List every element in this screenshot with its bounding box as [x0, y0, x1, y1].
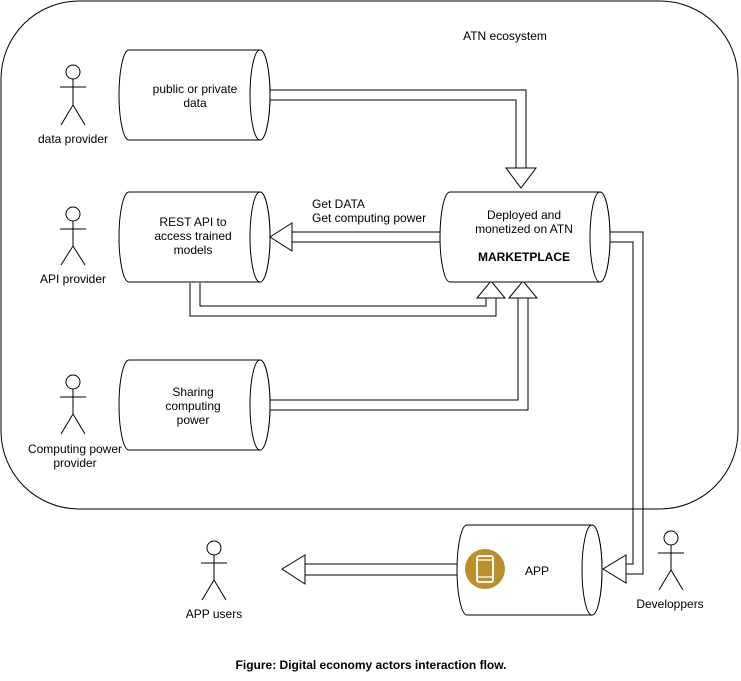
ecosystem-title: ATN ecosystem — [463, 29, 547, 43]
cylinder-api-line2: access trained — [154, 229, 231, 243]
cylinder-api: REST API to access trained models — [118, 191, 271, 283]
actor-computing-provider-icon — [60, 374, 86, 435]
app-label: APP — [525, 564, 549, 578]
cylinder-api-line3: models — [174, 243, 213, 257]
arrow-label-get-computing: Get computing power — [312, 211, 426, 225]
marketplace-title: MARKETPLACE — [478, 250, 570, 264]
cylinder-api-line1: REST API to — [159, 215, 226, 229]
actor-api-provider-label: API provider — [40, 272, 106, 286]
cylinder-computing: Sharing computing power — [118, 359, 271, 451]
actor-data-provider-icon — [60, 64, 86, 126]
cylinder-computing-line2: computing — [165, 399, 220, 413]
figure-caption: Figure: Digital economy actors interacti… — [236, 658, 507, 672]
cylinder-app: APP — [456, 524, 603, 616]
marketplace-line1: Deployed and — [487, 208, 561, 222]
connector-app-to-users — [281, 554, 458, 585]
actor-computing-provider-label-2: provider — [53, 456, 96, 470]
cylinder-data: public or private data — [118, 49, 271, 141]
cylinder-data-line2: data — [183, 96, 207, 110]
cylinder-marketplace: Deployed and monetized on ATN MARKETPLAC… — [439, 191, 611, 283]
actor-data-provider-label: data provider — [38, 132, 108, 146]
actor-computing-provider-label-1: Computing power — [28, 442, 122, 456]
smartphone-icon — [465, 549, 505, 589]
actor-app-users-icon — [201, 540, 227, 601]
marketplace-line2: monetized on ATN — [475, 222, 573, 236]
connector-data-to-marketplace — [270, 89, 537, 189]
actor-api-provider-icon — [60, 206, 86, 266]
actor-app-users-label: APP users — [186, 607, 242, 621]
actor-developers-label: Developpers — [636, 597, 703, 611]
connector-computing-to-marketplace — [270, 280, 539, 411]
actor-developers-icon — [658, 530, 684, 591]
connector-marketplace-to-app — [602, 231, 644, 584]
cylinder-computing-line3: power — [177, 413, 210, 427]
ecosystem-boundary — [0, 0, 739, 510]
connector-api-to-marketplace — [189, 280, 507, 317]
cylinder-data-line1: public or private — [153, 82, 238, 96]
cylinder-computing-line1: Sharing — [172, 385, 213, 399]
arrow-label-get-data: Get DATA — [312, 197, 365, 211]
connector-marketplace-to-api — [269, 222, 442, 252]
